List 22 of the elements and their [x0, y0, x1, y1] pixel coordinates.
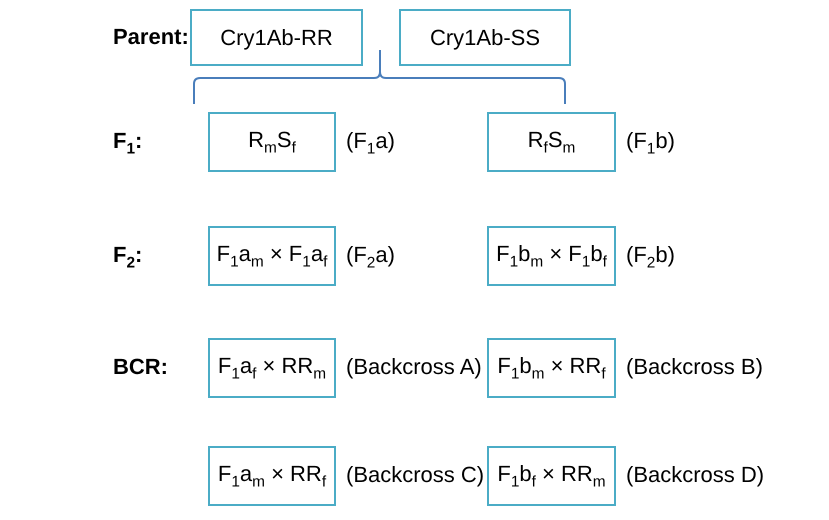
cross-caption: (F$_{2}$a): [346, 242, 395, 272]
row-label: F$_{2}$:: [113, 242, 142, 272]
cross-caption: (Backcross C): [346, 462, 484, 488]
cross-caption: (Backcross D): [626, 462, 764, 488]
cross-caption: (F$_{1}$b): [626, 128, 675, 158]
cross-caption: (Backcross B): [626, 354, 763, 380]
row-label: BCR:: [113, 354, 168, 380]
cross-box: F$_{1}$b$_{m}$ × RR$_{f}$: [487, 338, 616, 398]
row-label: F$_{1}$:: [113, 128, 142, 158]
cross-caption: (Backcross A): [346, 354, 482, 380]
row-label: Parent:: [113, 24, 189, 50]
cross-box: F$_{1}$a$_{m}$ × F$_{1}$a$_{f}$: [208, 226, 336, 286]
cross-box: F$_{1}$b$_{m}$ × F$_{1}$b$_{f}$: [487, 226, 616, 286]
cross-box: Cry1Ab-RR: [190, 9, 363, 66]
cross-box: F$_{1}$b$_{f}$ × RR$_{m}$: [487, 446, 616, 506]
cross-box: F$_{1}$a$_{f}$ × RR$_{m}$: [208, 338, 336, 398]
cross-caption: (F$_{2}$b): [626, 242, 675, 272]
cross-box: F$_{1}$a$_{m}$ × RR$_{f}$: [208, 446, 336, 506]
cross-box: Cry1Ab-SS: [399, 9, 571, 66]
cross-box: R$_{m}$S$_{f}$: [208, 112, 336, 172]
cross-caption: (F$_{1}$a): [346, 128, 395, 158]
cross-box: R$_{f}$S$_{m}$: [487, 112, 616, 172]
